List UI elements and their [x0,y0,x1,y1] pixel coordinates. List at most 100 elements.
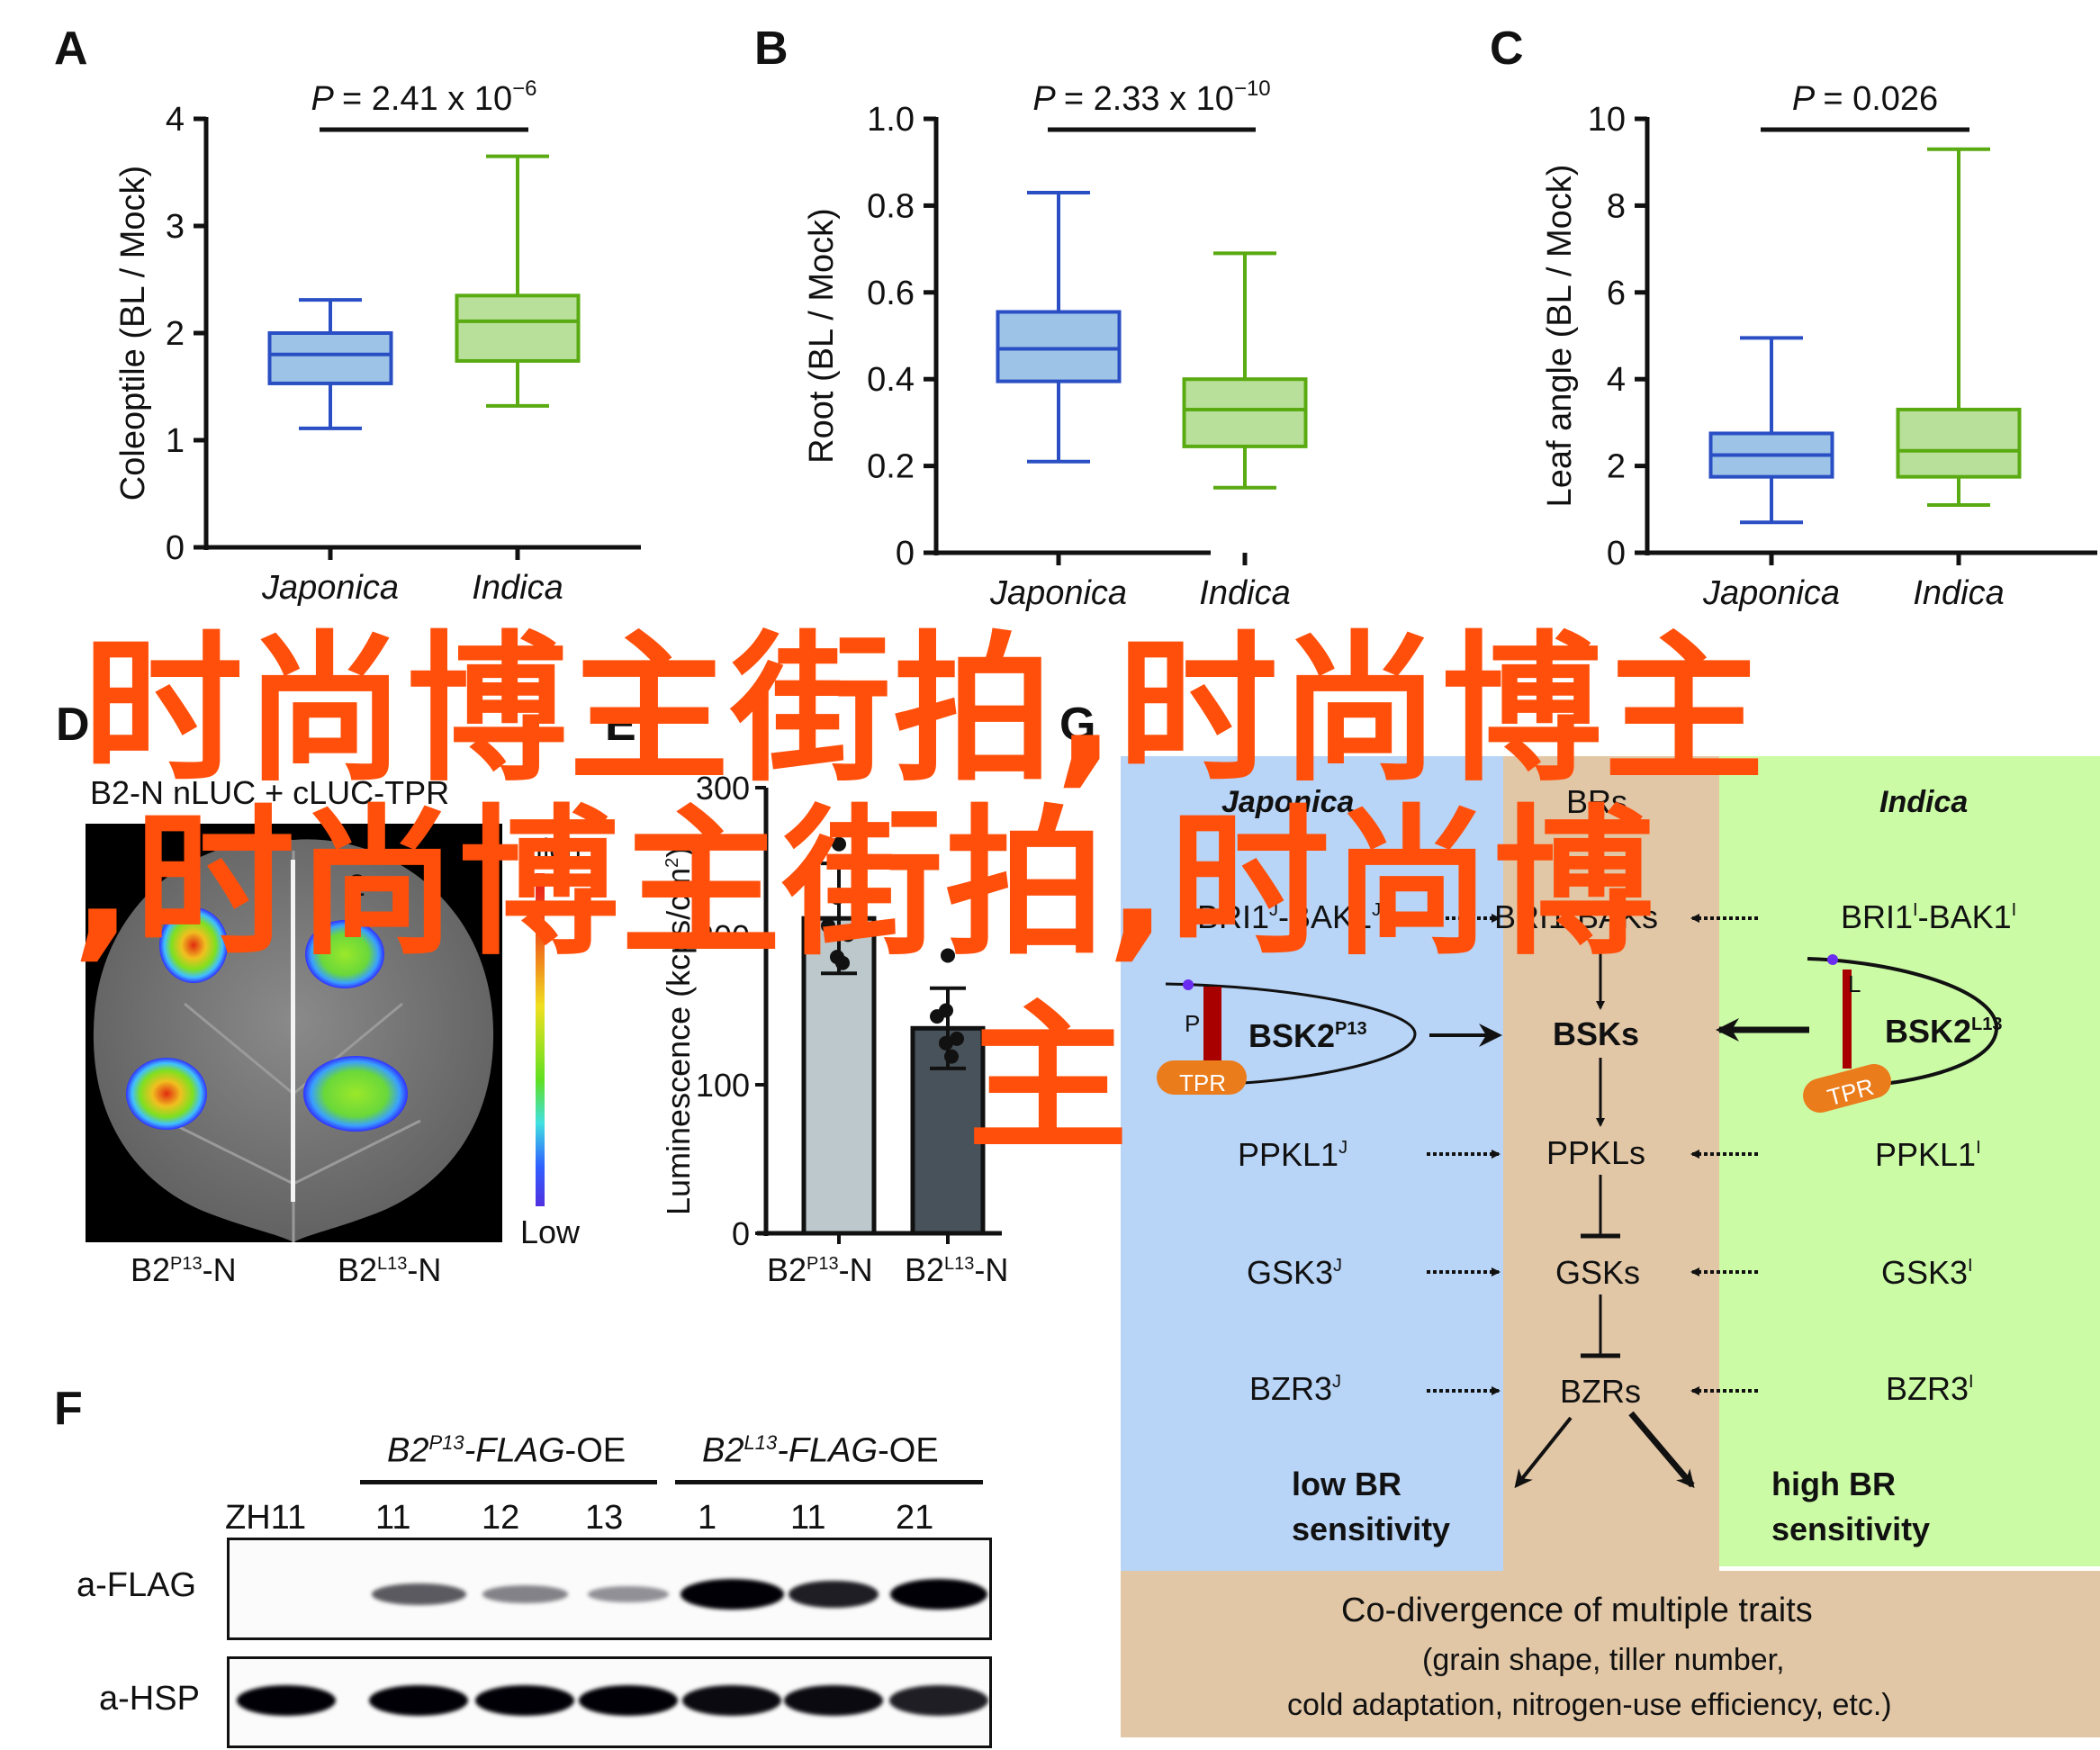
y-tick-label: 6 [1607,275,1626,312]
y-tick-label: 1 [166,422,185,460]
blot-band [237,1685,336,1716]
colorbar [536,873,545,1206]
y-tick-label: 3 [166,208,185,246]
sup: I [2011,900,2017,920]
x-tick-label: Indica [1199,574,1290,612]
japonica-bri1-bak1: BRI1J-BAK1J [1197,898,1381,936]
data-point [941,948,955,963]
panel-label-d: D [56,699,90,751]
x-tick-label: Japonica [1702,574,1840,612]
panel-label-g: G [1059,699,1096,751]
colorbar-low-label: Low [520,1213,581,1250]
blot-group-bar-1 [360,1480,657,1484]
blot-row-label-flag: a-FLAG [77,1566,197,1604]
y-tick-label: 2 [1607,448,1626,486]
y-tick-label: 0 [1607,535,1626,573]
center-ppkls: PPKLs [1546,1134,1646,1171]
footer-line2: cold adaptation, nitrogen-use efficiency… [1287,1688,1892,1722]
text: PPKL1 [1238,1136,1339,1173]
blot-group-bar-2 [675,1480,983,1484]
box-japonica [996,190,1122,464]
panel-label-c: C [1490,23,1524,75]
luminescence-spot-2a [305,920,384,988]
center-brs: BRs [1566,783,1628,820]
blot-lane-label: 12 [482,1499,520,1537]
label-sup: L13 [944,1254,975,1274]
panel-label-b: B [754,23,789,75]
y-tick-label: 10 [1588,101,1626,139]
blot-band [369,1685,468,1716]
iqr-box [996,310,1122,383]
y-tick-label: 0.8 [867,187,915,225]
iqr-box [455,293,581,363]
y-tick-label: 4 [166,101,185,139]
y-axis-label: Leaf angle (BL / Mock) [1541,165,1579,508]
bar-category-label-1: B2P13-N [767,1251,873,1289]
y-tick-label: 0 [732,1215,750,1252]
label-sup: P13 [807,1254,839,1274]
blot-membrane-flag [227,1538,992,1640]
label-suffix: -N [202,1251,237,1288]
arrow-to-high-br [1628,1411,1695,1489]
data-point [939,1035,953,1051]
y-tick-label: 300 [696,770,750,807]
text: GSK3 [1881,1254,1969,1291]
label-suffix: -N [407,1251,442,1288]
text: BRI1 [1841,898,1914,935]
sup: L13 [1971,1015,2003,1034]
sup: I [1969,1372,1974,1392]
blot-band [682,1685,781,1716]
label-suffix: -N [838,1251,873,1288]
y-tick-label: 200 [696,918,750,955]
arrow-to-low-br [1514,1416,1573,1489]
box-indica [1896,147,2022,507]
indica-bri1-bak1: BRI1I-BAK1I [1841,898,2016,936]
label-suffix: -FLAG [464,1431,565,1470]
indica-title: Indica [1879,785,1969,819]
y-tick-label: 0.4 [867,361,915,399]
y-tick-label: 1.0 [867,101,915,139]
blot-lane-label: 11 [790,1499,826,1537]
label-tail: -OE [564,1431,626,1470]
japonica-title: Japonica [1221,785,1355,819]
label-base: B2 [338,1251,378,1288]
blot-group-label-1: B2P13-FLAG-OE [387,1431,626,1471]
blot-lane-label: ZH11 [225,1499,307,1537]
blot-group-label-2: B2L13-FLAG-OE [702,1431,939,1471]
center-bri1-baks: BRI1-BAKs [1494,898,1659,935]
panel-label-f: F [54,1383,83,1435]
text: BSK2 [1885,1013,1972,1050]
bsk2-l13-loop [1807,957,1999,1085]
label-sup: P13 [170,1254,203,1274]
label-suffix: -FLAG [777,1431,879,1470]
leaf-lane-label-2: B2L13-N [338,1251,441,1289]
y-tick-label: 2 [166,315,185,353]
x-tick-label: Japonica [261,569,399,607]
blot-lane-label: 1 [698,1499,717,1537]
label-tail: -OE [878,1431,939,1470]
spot-label-2: 2 [348,869,365,903]
data-point [841,927,855,943]
blot-lane-label: 13 [585,1499,624,1537]
indica-bzr3: BZR3I [1886,1370,1974,1408]
leaf-image: 1 2 [86,824,502,1242]
residue-dot-l13 [1827,954,1838,965]
iqr-box [1896,407,2022,479]
blot-band [789,1580,879,1609]
label-sup: L13 [744,1431,778,1454]
center-bzrs: BZRs [1560,1373,1641,1410]
box-japonica [1708,336,1834,525]
text: -BAK1 [1917,898,2012,935]
label-sup: P13 [428,1431,464,1454]
p-value-annotation: P = 2.41 x 10−6 [311,77,537,118]
text: BZR3 [1249,1370,1333,1407]
sup: I [1968,1256,1973,1276]
x-tick-label: Indica [472,569,563,607]
sup: I [1976,1138,1981,1158]
text: GSK3 [1247,1254,1334,1291]
indica-ppkl1: PPKL1I [1875,1136,1981,1174]
blot-band [371,1583,466,1606]
